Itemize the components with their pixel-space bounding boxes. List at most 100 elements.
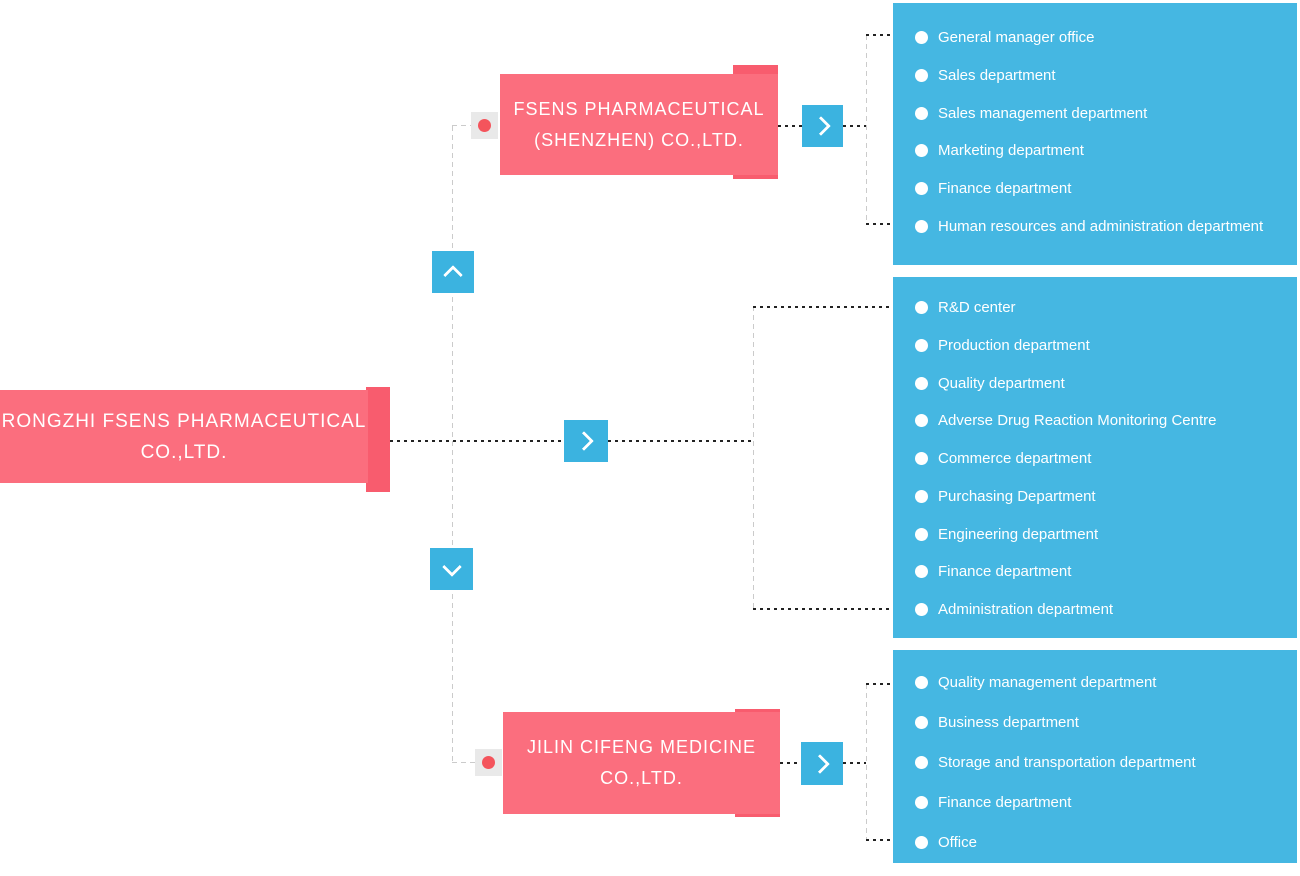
bullet-icon bbox=[915, 836, 928, 849]
connector-top-bracket-lower bbox=[866, 223, 893, 225]
department-label: Engineering department bbox=[938, 525, 1099, 543]
bullet-icon bbox=[915, 182, 928, 196]
expand-arrow-bottom-button[interactable] bbox=[801, 742, 843, 785]
department-item: Administration department bbox=[915, 601, 1279, 618]
department-item: Office bbox=[915, 834, 1279, 851]
subsidiary-shenzhen-title-line1: FSENS PHARMACEUTICAL bbox=[513, 98, 765, 119]
department-label: Administration department bbox=[938, 601, 1114, 618]
department-item: Adverse Drug Reaction Monitoring Centre bbox=[915, 412, 1279, 429]
connector-top-arrow-to-bracket bbox=[843, 125, 866, 127]
connector-bottom-bracket-upper bbox=[866, 683, 893, 685]
department-item: General manager office bbox=[915, 29, 1279, 46]
department-item: Sales department bbox=[915, 67, 1279, 84]
chevron-up-icon bbox=[443, 264, 463, 285]
department-label: Human resources and administration depar… bbox=[938, 217, 1264, 235]
connector-line-vertical-bottom-bracket bbox=[866, 684, 867, 841]
bullet-icon bbox=[915, 219, 928, 233]
connector-top-bracket-upper bbox=[866, 34, 893, 36]
connector-middle-bracket-upper bbox=[753, 306, 893, 308]
bullet-icon bbox=[915, 301, 928, 314]
scroll-up-button[interactable] bbox=[432, 251, 474, 293]
bullet-icon bbox=[915, 527, 928, 541]
department-item: Purchasing Department bbox=[915, 488, 1279, 505]
department-item: Human resources and administration depar… bbox=[915, 218, 1279, 235]
department-label: Finance department bbox=[938, 794, 1072, 811]
department-label: Production department bbox=[938, 336, 1090, 354]
department-panel-root: R&D center Production department Quality… bbox=[893, 277, 1297, 638]
connector-line-vertical-top-bracket bbox=[866, 35, 867, 225]
bullet-icon bbox=[915, 676, 928, 689]
subsidiary-jilin-title-line1: JILIN CIFENG MEDICINE bbox=[526, 737, 757, 757]
department-label: Office bbox=[938, 834, 977, 851]
bullet-icon bbox=[915, 338, 928, 352]
department-label: Finance department bbox=[938, 563, 1072, 581]
department-item: Quality department bbox=[915, 375, 1279, 392]
department-label: Quality department bbox=[938, 374, 1065, 392]
connector-top-box-to-arrow bbox=[778, 125, 802, 127]
subsidiary-jilin-title-line2: CO.,LTD. bbox=[600, 768, 683, 788]
node-subsidiary-jilin: JILIN CIFENG MEDICINE CO.,LTD. bbox=[503, 712, 780, 814]
department-item: R&D center bbox=[915, 299, 1279, 316]
department-label: Storage and transportation department bbox=[938, 754, 1196, 771]
bullet-icon bbox=[915, 452, 928, 465]
expand-arrow-top-button[interactable] bbox=[802, 105, 843, 147]
department-label: Sales management department bbox=[938, 104, 1148, 122]
red-dot-icon bbox=[478, 119, 491, 132]
department-label: Sales department bbox=[938, 66, 1056, 84]
node-marker-top bbox=[471, 112, 498, 139]
department-label: General manager office bbox=[938, 29, 1095, 46]
root-company-title-line1: RONGZHI FSENS PHARMACEUTICAL bbox=[1, 410, 367, 432]
bullet-icon bbox=[915, 489, 928, 503]
bullet-icon bbox=[915, 603, 928, 616]
department-item: Quality management department bbox=[915, 674, 1279, 691]
department-label: Adverse Drug Reaction Monitoring Centre bbox=[938, 412, 1217, 430]
bullet-icon bbox=[915, 144, 928, 158]
connector-bottom-box-to-arrow bbox=[780, 762, 801, 764]
bullet-icon bbox=[915, 565, 928, 579]
department-panel-jilin: Quality management department Business d… bbox=[893, 650, 1297, 863]
department-item: Production department bbox=[915, 337, 1279, 354]
connector-stub-top-dot bbox=[452, 125, 471, 126]
department-item: Commerce department bbox=[915, 450, 1279, 467]
department-label: R&D center bbox=[938, 299, 1016, 316]
node-root-company: RONGZHI FSENS PHARMACEUTICAL CO.,LTD. bbox=[0, 390, 368, 483]
bullet-icon bbox=[915, 796, 928, 809]
connector-arrow-to-middle-bracket bbox=[608, 440, 753, 442]
department-label: Commerce department bbox=[938, 450, 1092, 467]
node-marker-bottom bbox=[475, 749, 502, 776]
bullet-icon bbox=[915, 756, 928, 769]
bullet-icon bbox=[915, 716, 928, 729]
department-label: Finance department bbox=[938, 180, 1072, 198]
connector-middle-bracket-lower bbox=[753, 608, 893, 610]
bullet-icon bbox=[915, 31, 928, 44]
root-node-accent bbox=[366, 387, 390, 492]
department-label: Purchasing Department bbox=[938, 487, 1096, 505]
department-item: Storage and transportation department bbox=[915, 754, 1279, 771]
bullet-icon bbox=[915, 414, 928, 428]
department-item: Business department bbox=[915, 714, 1279, 731]
connector-root-to-arrow bbox=[390, 440, 564, 442]
chevron-right-icon bbox=[810, 753, 830, 774]
connector-stub-bottom-dot bbox=[452, 762, 475, 763]
chevron-right-icon bbox=[574, 431, 594, 451]
department-item: Finance department bbox=[915, 563, 1279, 580]
chevron-right-icon bbox=[810, 116, 831, 136]
subsidiary-shenzhen-title-line2: (SHENZHEN) CO.,LTD. bbox=[534, 129, 744, 150]
expand-arrow-middle-button[interactable] bbox=[564, 420, 608, 462]
department-item: Sales management department bbox=[915, 105, 1279, 122]
connector-bottom-bracket-lower bbox=[866, 839, 893, 841]
department-item: Marketing department bbox=[915, 142, 1279, 159]
red-dot-icon bbox=[482, 756, 495, 769]
connector-bottom-arrow-to-bracket bbox=[843, 762, 866, 764]
department-panel-shenzhen: General manager office Sales department … bbox=[893, 3, 1297, 265]
chevron-down-icon bbox=[441, 556, 462, 577]
connector-line-vertical-main bbox=[452, 126, 453, 765]
department-item: Engineering department bbox=[915, 526, 1279, 543]
department-item: Finance department bbox=[915, 180, 1279, 197]
bullet-icon bbox=[915, 106, 928, 120]
department-label: Marketing department bbox=[938, 142, 1084, 160]
node-subsidiary-shenzhen: FSENS PHARMACEUTICAL (SHENZHEN) CO.,LTD. bbox=[500, 74, 778, 175]
connector-line-vertical-middle-bracket bbox=[753, 306, 754, 610]
scroll-down-button[interactable] bbox=[430, 548, 473, 590]
